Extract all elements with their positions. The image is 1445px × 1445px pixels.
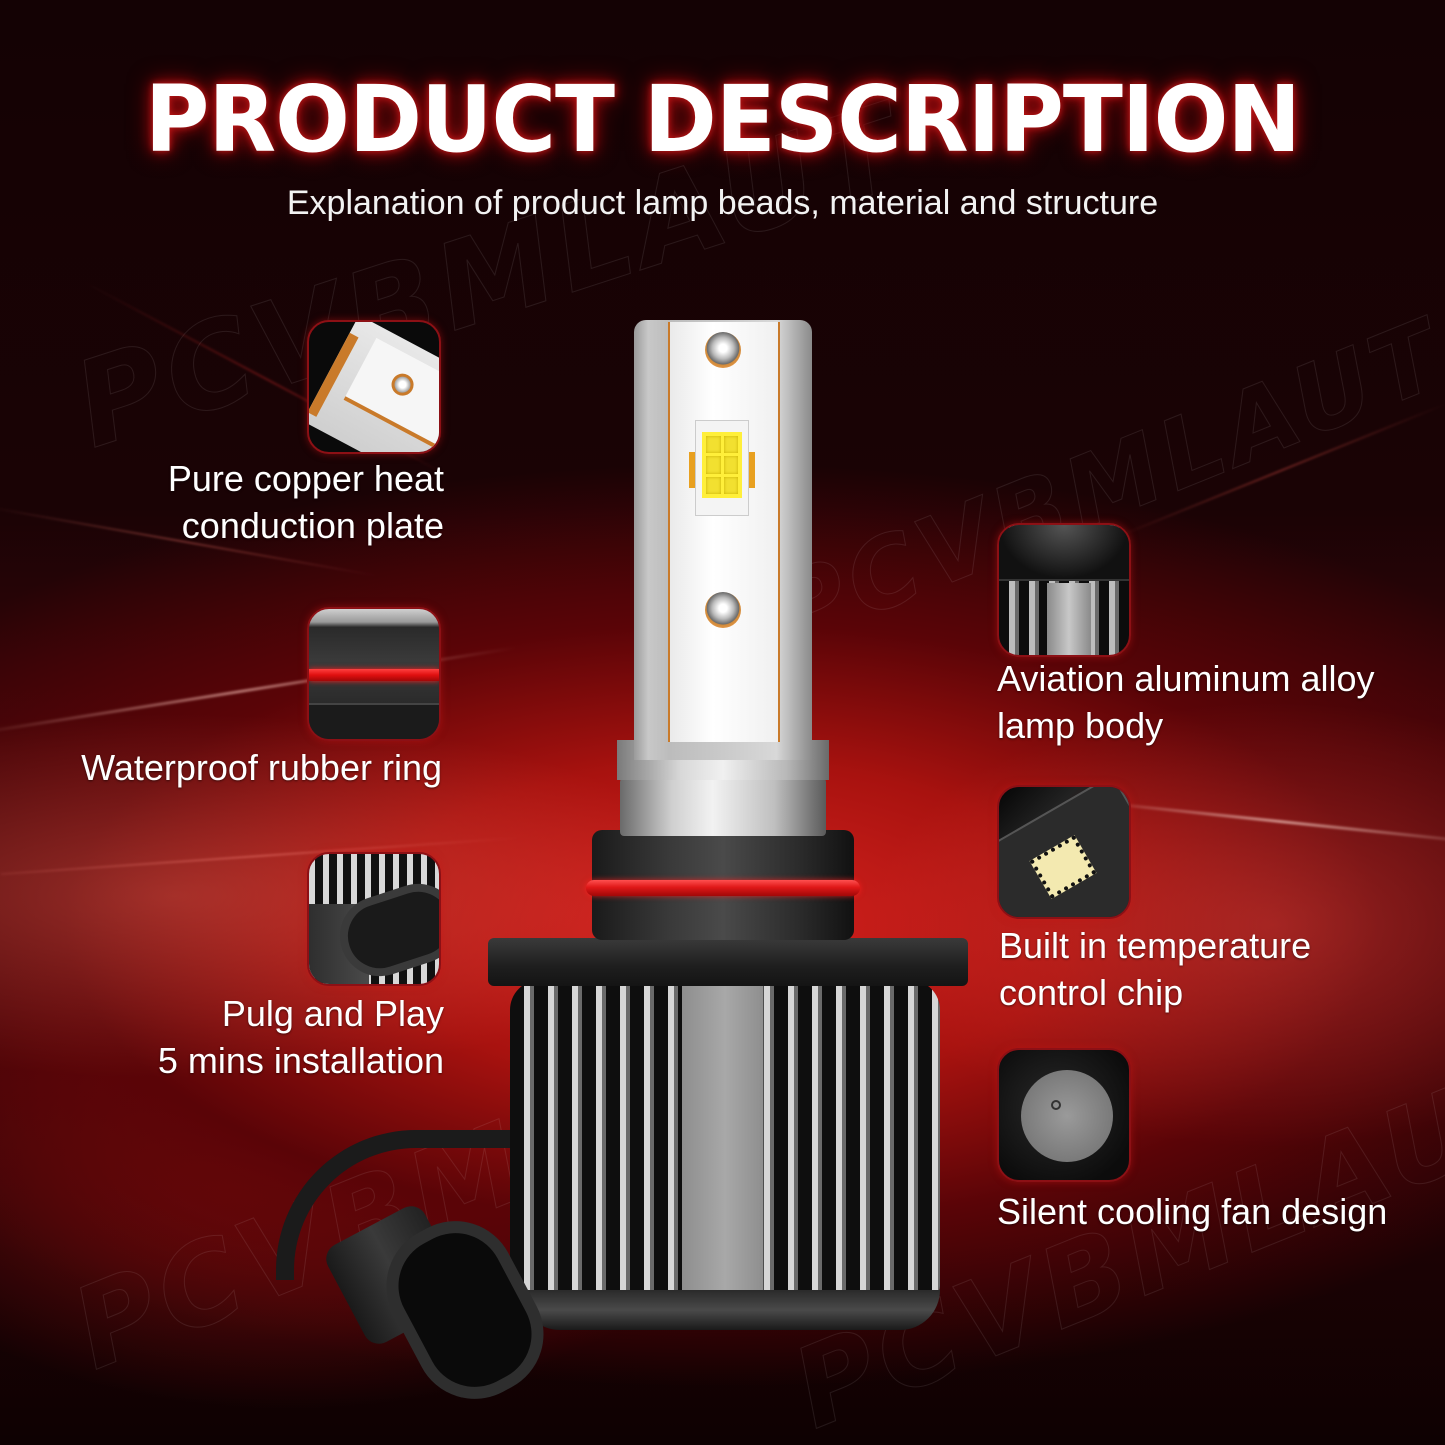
feature-line: Pulg and Play [221,993,444,1034]
feature-line: 5 mins installation [157,1040,444,1081]
heatsink-icon [997,523,1131,657]
copper-plate-icon [307,320,441,454]
plug-connector-icon [307,852,441,986]
feature-label-aluminum-body: Aviation aluminum alloy lamp body [997,655,1437,749]
rubber-ring-icon [307,607,441,741]
feature-label-rubber-ring: Waterproof rubber ring [40,744,442,791]
feature-label-copper-plate: Pure copper heat conduction plate [110,455,444,549]
ring-base [309,703,439,739]
page-title: PRODUCT DESCRIPTION [144,65,1301,174]
red-ring [309,669,439,681]
feature-line: control chip [999,972,1184,1013]
heatsink-center [1047,583,1091,655]
feature-line: lamp body [997,705,1164,746]
feature-line: conduction plate [181,505,444,546]
feature-line: Aviation aluminum alloy [997,658,1375,699]
fan-hub [1021,1070,1113,1162]
copper-strip [309,332,359,417]
fan-axle [1051,1100,1061,1110]
heatsink-top [999,525,1129,581]
plate-shape [309,322,439,452]
page-subtitle: Explanation of product lamp beads, mater… [286,184,1159,222]
feature-line: Silent cooling fan design [997,1191,1388,1232]
feature-line: Pure copper heat [167,458,444,499]
feature-line: Waterproof rubber ring [81,747,442,788]
feature-label-plug-and-play: Pulg and Play 5 mins installation [110,990,444,1084]
feature-line: Built in temperature [999,925,1312,966]
fan-icon [997,1048,1131,1182]
feature-label-cooling-fan: Silent cooling fan design [997,1188,1437,1235]
feature-label-temp-chip: Built in temperature control chip [999,922,1439,1016]
chip-icon [997,785,1131,919]
plate-face [343,337,439,452]
